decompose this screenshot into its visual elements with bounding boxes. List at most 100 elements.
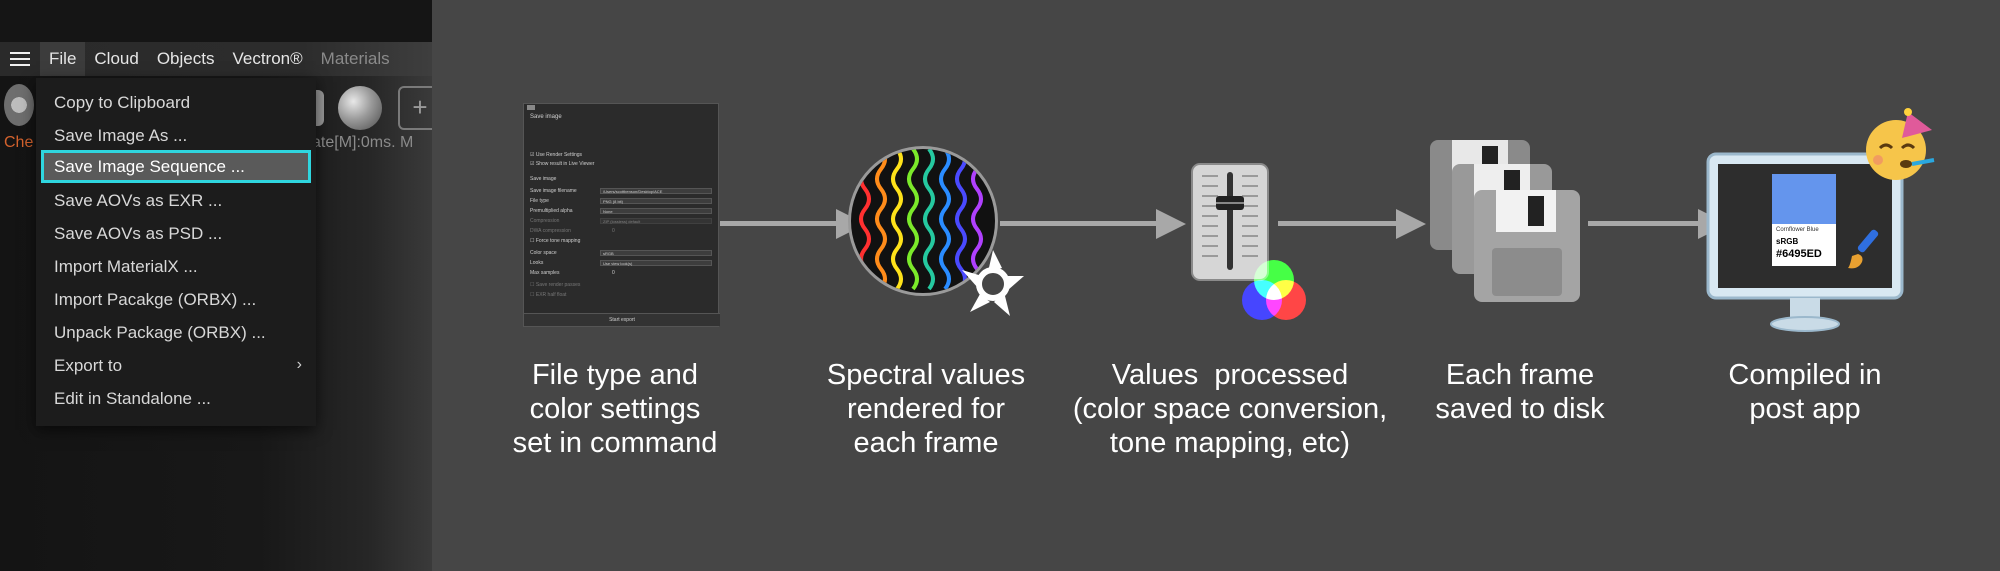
menu-save-image-as[interactable]: Save Image As ... — [54, 125, 188, 145]
dialog-row-looks: Looks — [530, 260, 544, 266]
dialog-title: Save image — [530, 114, 562, 120]
render-tool-icon[interactable] — [4, 84, 34, 126]
dialog-row-filename: Save image filename — [530, 188, 577, 194]
dialog-file-type-field: PNG (8 bit) — [600, 198, 712, 204]
menu-import-materialx[interactable]: Import MaterialX ... — [54, 256, 198, 276]
status-text-right: ate[M]:0ms. M — [312, 134, 414, 151]
dialog-force-tone-label: Force tone mapping — [535, 238, 581, 244]
paintbrush-icon — [1848, 229, 1879, 269]
menu-edit-in-standalone[interactable]: Edit in Standalone ... — [54, 388, 211, 408]
step-5-label: Compiled in post app — [1690, 358, 1920, 426]
step-1-label: File type and color settings set in comm… — [480, 358, 750, 460]
dialog-checkbox2-label: Show result in Live Viewer — [535, 161, 595, 167]
dialog-color-space-field: sRGB — [600, 250, 712, 256]
dialog-row-exr-half: ☐ EXR half float — [530, 292, 567, 298]
status-text-left: Che — [4, 134, 34, 151]
menu-save-aovs-psd[interactable]: Save AOVs as PSD ... — [54, 223, 223, 243]
flow-arrow-4-line — [1588, 221, 1700, 226]
dialog-dwa-value: 0 — [612, 228, 615, 234]
dialog-row-file-type: File type — [530, 198, 549, 204]
flow-arrow-1-line — [720, 221, 840, 226]
fader-icon — [1191, 163, 1269, 281]
dialog-row-color-space: Color space — [530, 250, 557, 256]
dialog-compression-field: ZIP (lossless) default — [600, 218, 712, 224]
step-3-line-2: (color space conversion, — [1072, 393, 1388, 425]
color-hex: #6495ED — [1776, 248, 1822, 260]
step-2-line-2: rendered for — [847, 393, 1005, 425]
octane-logo-icon — [962, 250, 1024, 316]
dialog-exr-half-label: EXR half float — [535, 292, 567, 298]
step-1-line-2: color settings — [529, 393, 701, 425]
menu-materials[interactable]: Materials — [320, 49, 390, 68]
menu-copy-to-clipboard[interactable]: Copy to Clipboard — [54, 92, 191, 112]
menu-vectron[interactable]: Vectron® — [232, 49, 303, 68]
dialog-file-type-value: PNG (8 bit) — [603, 199, 624, 204]
step-2-line-3: each frame — [853, 427, 999, 459]
menu-export-to[interactable]: Export to › — [36, 349, 316, 382]
dialog-section: Save image — [530, 176, 557, 182]
step-3-line-3: tone mapping, etc) — [1109, 427, 1351, 459]
color-swatch — [1772, 174, 1836, 224]
dialog-row-render-passes: ☐ Save render passes — [530, 282, 581, 288]
floppy-disks-icon — [1430, 140, 1580, 302]
flow-arrow-3-line — [1278, 221, 1398, 226]
dialog-close-icon — [527, 105, 535, 110]
dialog-max-samples-value: 0 — [612, 270, 615, 276]
menu-objects[interactable]: Objects — [156, 49, 215, 68]
color-name: Cornflower Blue — [1776, 227, 1819, 233]
step-4-label: Each frame saved to disk — [1400, 358, 1640, 426]
dialog-row-premult: Premultiplied alpha — [530, 208, 573, 214]
dialog-render-passes-label: Save render passes — [535, 282, 581, 288]
party-face-icon — [1866, 108, 1935, 180]
menu-export-to-label: Export to — [54, 355, 123, 375]
color-swatch-card: Cornflower Blue sRGB #6495ED — [1772, 174, 1836, 266]
menu-file[interactable]: File — [40, 42, 86, 76]
dialog-start-export-button: Start export — [524, 313, 720, 326]
hamburger-icon[interactable] — [0, 42, 40, 76]
step-5-line-1: Compiled in — [1728, 359, 1882, 391]
file-menu-dropdown: Copy to Clipboard Save Image As ... Save… — [36, 78, 316, 426]
step-3-label: Values processed (color space conversion… — [1050, 358, 1410, 460]
menubar: File Cloud Objects Vectron® Materials — [0, 42, 432, 76]
add-tool-icon[interactable]: + — [398, 86, 432, 130]
chevron-right-icon: › — [296, 356, 302, 373]
dialog-checkbox-live-viewer: ☑ Show result in Live Viewer — [530, 161, 595, 167]
app-panel: File Cloud Objects Vectron® Materials + … — [0, 0, 432, 571]
dialog-filename-value: /Users/scottbenson/Desktop/ACE — [603, 189, 663, 194]
app-top-strip — [0, 0, 432, 42]
dialog-row-dwa: DWA compression — [530, 228, 571, 234]
step-1-line-1: File type and — [531, 359, 699, 391]
save-image-dialog-thumbnail: Save image ☑ Use Render Settings ☑ Show … — [523, 103, 720, 327]
step-5-line-2: post app — [1749, 393, 1861, 425]
dialog-premult-field: None — [600, 208, 712, 214]
menu-import-package[interactable]: Import Pacakge (ORBX) ... — [54, 289, 257, 309]
dialog-row-force-tone: ☐ Force tone mapping — [530, 238, 581, 244]
rgb-circles-icon — [1242, 260, 1306, 320]
dialog-color-space-value: sRGB — [603, 251, 614, 256]
flow-arrow-2-head — [1156, 209, 1186, 239]
dialog-looks-value: Use view look(s) — [603, 261, 633, 266]
dialog-row-max-samples: Max samples — [530, 270, 560, 276]
dialog-looks-field: Use view look(s) — [600, 260, 712, 266]
dialog-checkbox1-label: Use Render Settings — [535, 152, 583, 158]
dialog-premult-value: None — [603, 209, 613, 214]
step-2-line-1: Spectral values — [826, 359, 1026, 391]
step-1-line-3: set in command — [512, 427, 718, 459]
dialog-row-compression: Compression — [530, 218, 560, 224]
dialog-compression-value: ZIP (lossless) default — [603, 219, 641, 224]
sphere-tool-icon[interactable] — [338, 86, 382, 130]
step-4-line-1: Each frame — [1445, 359, 1595, 391]
spectral-sphere-icon — [848, 146, 998, 296]
menu-unpack-package[interactable]: Unpack Package (ORBX) ... — [54, 322, 266, 342]
menu-save-image-sequence[interactable]: Save Image Sequence ... — [41, 150, 311, 183]
dialog-checkbox-render-settings: ☑ Use Render Settings — [530, 152, 583, 158]
step-4-line-2: saved to disk — [1435, 393, 1605, 425]
flow-arrow-3-head — [1396, 209, 1426, 239]
dialog-filename-field: /Users/scottbenson/Desktop/ACE — [600, 188, 712, 194]
step-3-line-1: Values processed — [1111, 359, 1349, 391]
step-2-label: Spectral values rendered for each frame — [796, 358, 1056, 460]
color-space-label: sRGB — [1776, 237, 1799, 246]
flow-arrow-2-line — [1000, 221, 1160, 226]
menu-save-aovs-exr[interactable]: Save AOVs as EXR ... — [54, 190, 223, 210]
menu-cloud[interactable]: Cloud — [94, 49, 139, 68]
